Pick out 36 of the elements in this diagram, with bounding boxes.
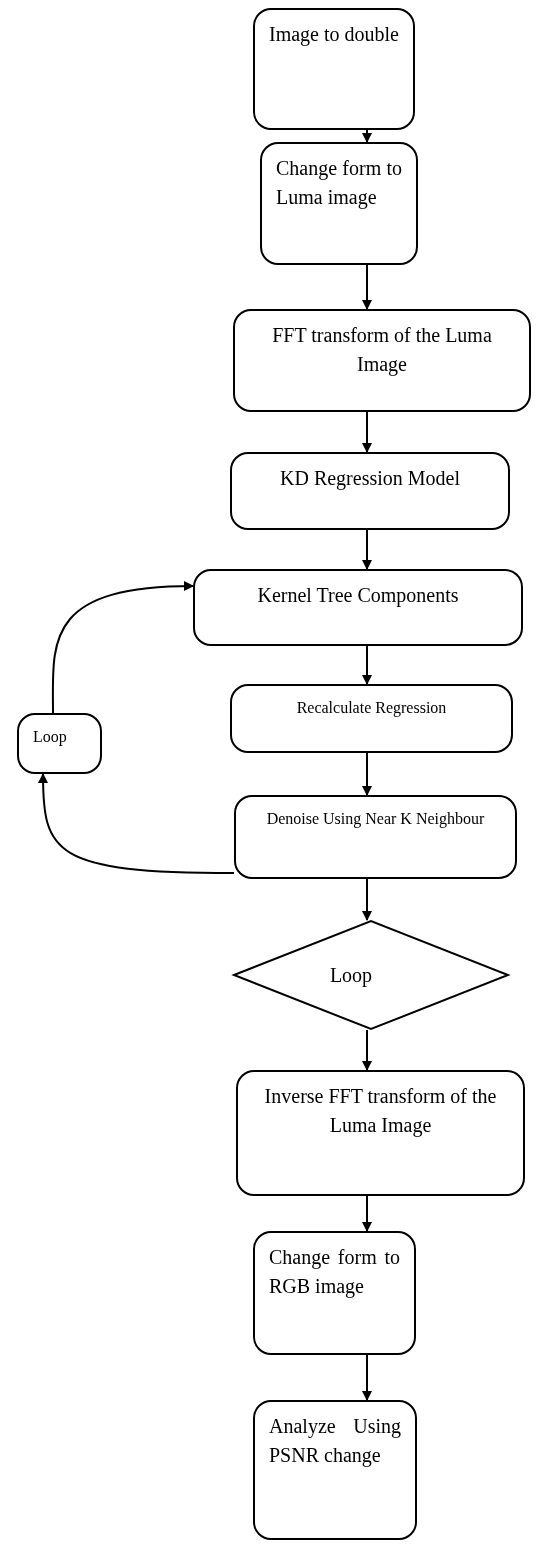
node-text: Kernel Tree Components — [256, 583, 460, 609]
process-box — [253, 1400, 417, 1540]
node-text: FFT transform of the Luma Image — [271, 323, 493, 378]
node-text: Change form to RGB image — [269, 1245, 400, 1300]
process-box — [230, 684, 513, 753]
node-text: Denoise Using Near K Neighbour — [265, 809, 486, 830]
arrow — [362, 529, 372, 570]
node-text: Loop — [33, 727, 68, 748]
arrow — [362, 878, 372, 921]
arrow — [38, 773, 235, 874]
arrow — [362, 411, 372, 453]
arrow — [51, 581, 194, 714]
arrow — [362, 645, 372, 685]
process-box — [253, 1231, 416, 1355]
process-box — [17, 713, 102, 774]
node-text: Inverse FFT transform of the Luma Image — [263, 1084, 498, 1139]
process-box — [260, 142, 418, 265]
node-text: Loop — [329, 962, 373, 989]
process-box — [233, 309, 531, 412]
node-text: Change form to Luma image — [276, 156, 402, 211]
arrow — [362, 1195, 372, 1232]
arrow — [362, 264, 372, 310]
node-text: Recalculate Regression — [295, 698, 448, 719]
node-text: Image to double — [269, 22, 399, 48]
process-box — [193, 569, 523, 646]
arrow — [362, 129, 372, 143]
arrow — [362, 1354, 372, 1401]
node-text: KD Regression Model — [279, 466, 461, 492]
process-box — [234, 795, 517, 879]
process-box — [236, 1070, 525, 1196]
process-box — [230, 452, 510, 530]
decision-diamond — [233, 920, 509, 1030]
process-box — [253, 8, 415, 130]
node-text: Analyze Using PSNR change — [269, 1414, 401, 1469]
arrow — [362, 1029, 372, 1071]
arrow — [362, 752, 372, 796]
